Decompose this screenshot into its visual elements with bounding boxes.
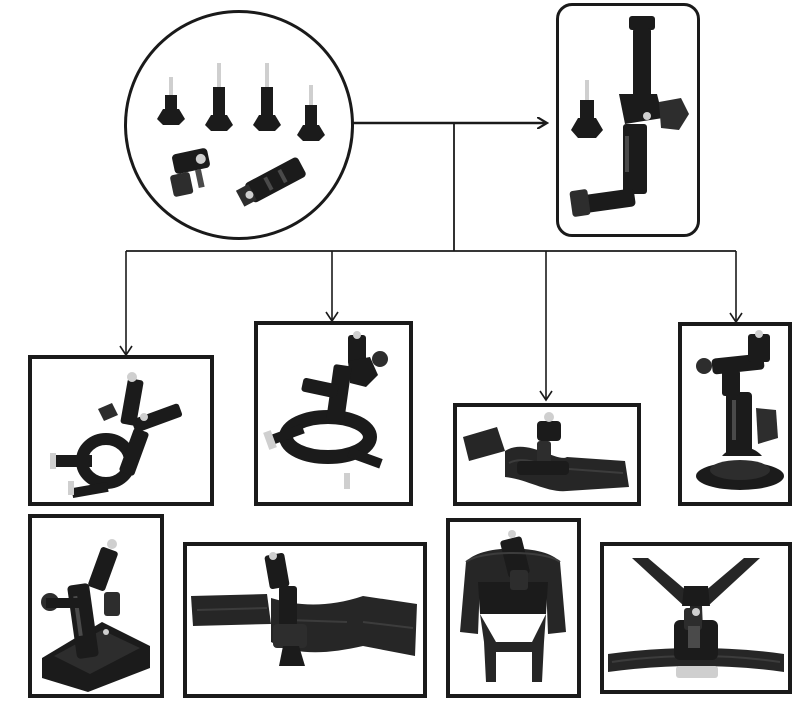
handlebar-mount-small-panel	[28, 355, 214, 506]
suction-cup-mount-image	[696, 330, 784, 490]
backpack-clip-mount-panel	[28, 514, 164, 698]
arrowhead-wrist-strap	[539, 390, 553, 402]
suction-cup-mount-panel	[678, 322, 792, 506]
thumb-screw-icon	[253, 63, 281, 131]
handlebar-mount-small-image	[50, 372, 183, 499]
head-strap-icon	[191, 552, 417, 666]
dog-harness-mount-panel	[446, 518, 581, 698]
suction-cup-icon	[696, 330, 784, 490]
screws-and-adapters-image	[157, 63, 325, 207]
handlebar-clamp-icon	[263, 331, 388, 489]
wrist-strap-mount-panel	[453, 403, 641, 506]
head-strap-mount-panel	[183, 542, 427, 698]
chest-harness-mount-image	[608, 558, 784, 678]
dog-harness-mount-image	[460, 530, 566, 682]
handlebar-mount-large-image	[263, 331, 388, 489]
pivot-arm-icon	[170, 148, 210, 197]
pivot-arm-icon	[235, 157, 306, 207]
assembled-extension-arm-image	[569, 16, 689, 217]
chest-harness-icon	[608, 558, 784, 678]
thumb-screw-icon	[297, 85, 325, 141]
backpack-clip-mount-image	[41, 539, 150, 692]
assembled-extension-arm-panel	[556, 3, 700, 237]
backpack-clip-icon	[41, 539, 150, 692]
handlebar-mount-large-panel	[254, 321, 413, 506]
handlebar-clamp-icon	[50, 372, 183, 499]
thumb-screw-icon	[157, 77, 185, 125]
head-strap-mount-image	[191, 552, 417, 666]
screws-and-adapters-circle	[124, 10, 354, 240]
wrist-strap-mount-image	[463, 412, 629, 492]
dog-harness-icon	[460, 530, 566, 682]
chest-harness-mount-panel	[600, 542, 792, 694]
thumb-screw-icon	[571, 80, 603, 138]
wrist-strap-icon	[463, 412, 629, 492]
thumb-screw-icon	[205, 63, 233, 131]
extension-arm-icon	[569, 16, 689, 217]
